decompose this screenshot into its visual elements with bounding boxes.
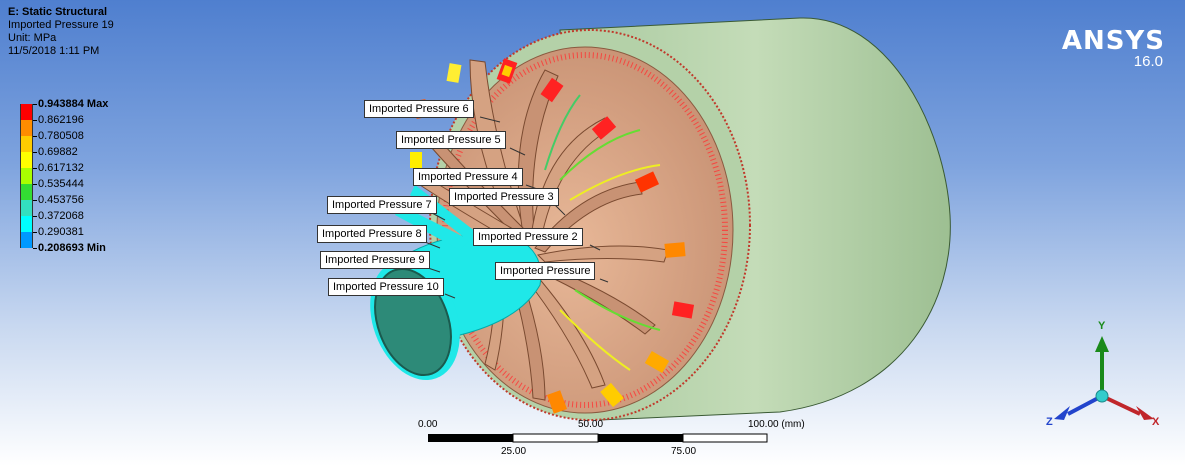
legend-entry: 0.290381 — [20, 226, 180, 248]
legend-tick — [33, 168, 37, 169]
legend-swatch — [20, 232, 33, 248]
legend-swatch — [20, 216, 33, 232]
legend-tick — [33, 248, 37, 249]
ansys-logo: ANSYS 16.0 — [1062, 28, 1165, 69]
legend-entry-min: 0.208693 Min — [20, 242, 180, 264]
legend-value: 0.943884 Max — [38, 98, 109, 110]
legend-entry: 0.617132 — [20, 162, 180, 184]
legend-value: 0.617132 — [38, 162, 84, 174]
legend-value: 0.453756 — [38, 194, 84, 206]
legend-swatch — [20, 200, 33, 216]
legend-entry: 0.862196 — [20, 114, 180, 136]
legend-entry: 0.780508 — [20, 130, 180, 152]
callout-imported-pressure-7[interactable]: Imported Pressure 7 — [327, 196, 437, 214]
callout-imported-pressure-8[interactable]: Imported Pressure 8 — [317, 225, 427, 243]
legend-value: 0.372068 — [38, 210, 84, 222]
result-name: Imported Pressure 19 — [8, 19, 114, 31]
legend-value: 0.780508 — [38, 130, 84, 142]
color-legend[interactable]: 0.943884 Max 0.862196 0.780508 0.69882 0.617… — [20, 98, 180, 264]
analysis-title: E: Static Structural — [8, 6, 108, 18]
axis-triad[interactable]: Y Z X — [1040, 318, 1170, 438]
axis-y-label: Y — [1098, 320, 1106, 332]
result-info: E: Static Structural Imported Pressure 1… — [8, 6, 114, 58]
scale-label-0: 0.00 — [418, 419, 438, 430]
legend-tick — [33, 136, 37, 137]
scale-label-75: 75.00 — [671, 446, 697, 457]
legend-swatch — [20, 152, 33, 168]
result-datetime: 11/5/2018 1:11 PM — [8, 45, 100, 57]
legend-tick — [33, 152, 37, 153]
legend-tick — [33, 216, 37, 217]
callout-imported-pressure[interactable]: Imported Pressure — [495, 262, 596, 280]
legend-min-value: 0.208693 Min — [38, 242, 106, 254]
callout-imported-pressure-3[interactable]: Imported Pressure 3 — [449, 188, 559, 206]
legend-value: 0.69882 — [38, 146, 78, 158]
legend-entry: 0.535444 — [20, 178, 180, 200]
legend-swatch — [20, 136, 33, 152]
logo-brand: ANSYS — [1061, 26, 1165, 56]
scale-label-50: 50.00 — [578, 419, 604, 430]
callout-imported-pressure-5[interactable]: Imported Pressure 5 — [396, 131, 506, 149]
pressure-traces — [544, 94, 661, 371]
result-unit: Unit: MPa — [8, 32, 57, 44]
axis-z-label: Z — [1046, 416, 1053, 428]
legend-entry: 0.69882 — [20, 146, 180, 168]
callout-imported-pressure-4[interactable]: Imported Pressure 4 — [413, 168, 523, 186]
scale-label-25: 25.00 — [501, 446, 527, 457]
legend-tick — [33, 184, 37, 185]
legend-value: 0.290381 — [38, 226, 84, 238]
legend-entry: 0.943884 Max — [20, 98, 180, 120]
legend-swatch — [20, 120, 33, 136]
legend-tick — [33, 104, 37, 105]
scale-bar-graphic — [428, 433, 768, 443]
axis-x-label: X — [1152, 416, 1160, 428]
legend-entry: 0.453756 — [20, 194, 180, 216]
legend-swatch — [20, 168, 33, 184]
callout-imported-pressure-6[interactable]: Imported Pressure 6 — [364, 100, 474, 118]
callout-leaders — [424, 116, 609, 299]
legend-entry: 0.372068 — [20, 210, 180, 232]
scale-label-100: 100.00 (mm) — [748, 419, 805, 430]
callout-imported-pressure-9[interactable]: Imported Pressure 9 — [320, 251, 430, 269]
logo-version: 16.0 — [1133, 53, 1163, 70]
legend-value: 0.862196 — [38, 114, 84, 126]
legend-swatch — [20, 104, 33, 120]
legend-value: 0.535444 — [38, 178, 84, 190]
triad-arrows — [1054, 336, 1154, 420]
legend-tick — [33, 200, 37, 201]
legend-swatch — [20, 184, 33, 200]
callout-imported-pressure-2[interactable]: Imported Pressure 2 — [473, 228, 583, 246]
legend-tick — [33, 120, 37, 121]
callout-imported-pressure-10[interactable]: Imported Pressure 10 — [328, 278, 444, 296]
legend-tick — [33, 232, 37, 233]
